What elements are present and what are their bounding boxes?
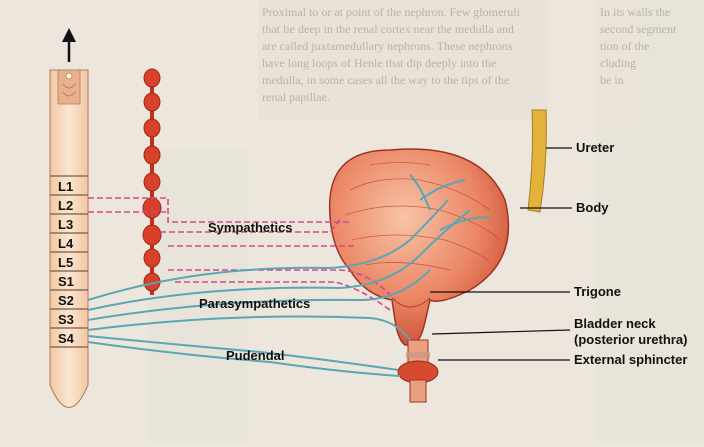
- ureter-label: Ureter: [576, 140, 614, 155]
- segment-label-l5: L5: [58, 255, 73, 270]
- segment-label-s4: S4: [58, 331, 74, 346]
- bladder-neck-label: Bladder neck: [574, 316, 656, 331]
- posterior-urethra-label: (posterior urethra): [574, 332, 687, 347]
- parasympathetics-label: Parasympathetics: [199, 296, 310, 311]
- segment-label-l3: L3: [58, 217, 73, 232]
- segment-label-l4: L4: [58, 236, 73, 251]
- background-text-right: In its walls the second segment tion of …: [600, 4, 676, 106]
- segment-label-l2: L2: [58, 198, 73, 213]
- segment-label-l1: L1: [58, 179, 73, 194]
- sympathetics-label: Sympathetics: [208, 220, 293, 235]
- background-text-block: Proximal to or at point of the nephron. …: [262, 4, 520, 106]
- segment-label-s2: S2: [58, 293, 74, 308]
- trigone-label: Trigone: [574, 284, 621, 299]
- segment-label-s3: S3: [58, 312, 74, 327]
- sympathetic-chain: [143, 69, 161, 295]
- segment-label-s1: S1: [58, 274, 74, 289]
- pudendal-label: Pudendal: [226, 348, 285, 363]
- external-sphincter-label: External sphincter: [574, 352, 687, 367]
- body-label: Body: [576, 200, 609, 215]
